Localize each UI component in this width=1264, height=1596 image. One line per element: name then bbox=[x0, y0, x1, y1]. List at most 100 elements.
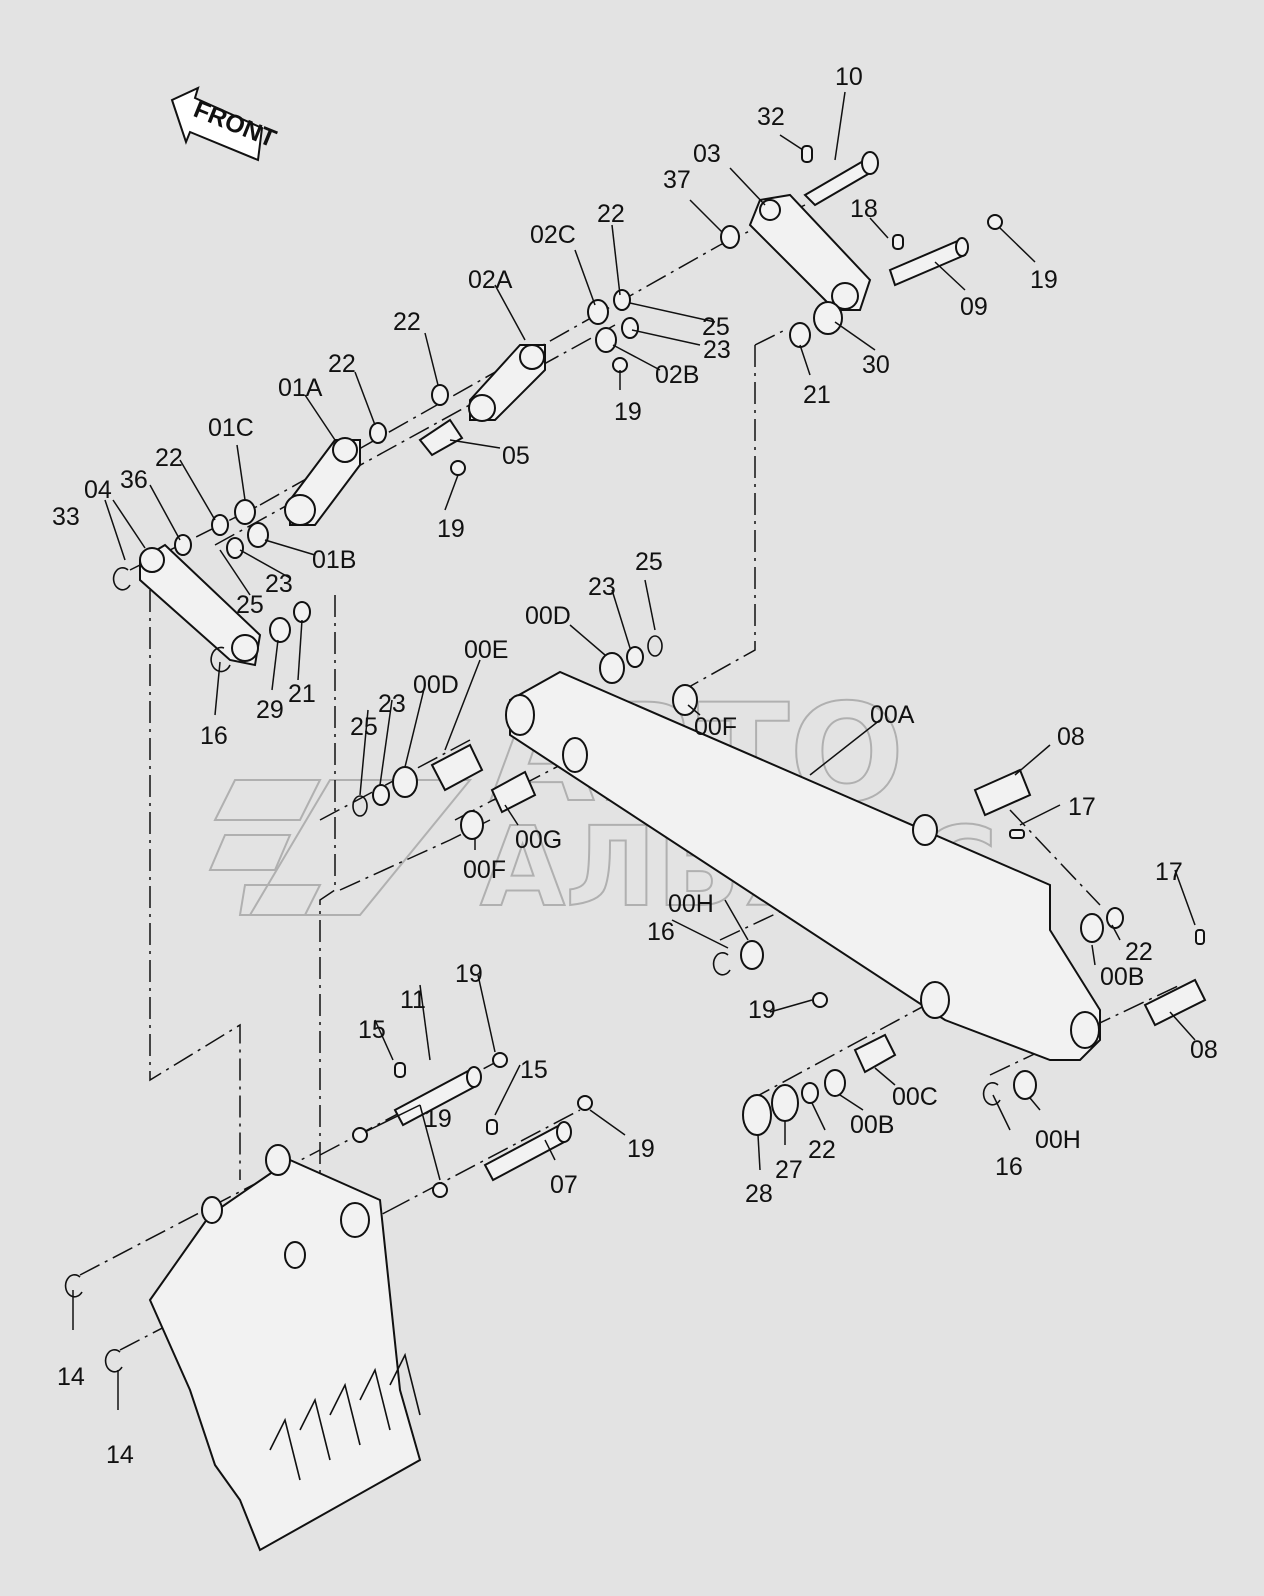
pin-08a bbox=[973, 768, 1032, 817]
bushing-00D-b bbox=[392, 766, 418, 798]
bushing-00B-a bbox=[1080, 913, 1104, 943]
part-label-l4: 37 bbox=[663, 166, 691, 194]
shim-36 bbox=[174, 534, 192, 556]
bushing-00D-a bbox=[599, 652, 625, 684]
part-label-l49: 22 bbox=[1125, 938, 1153, 966]
axis-pins-mid bbox=[214, 324, 616, 546]
part-label-l67: 14 bbox=[57, 1363, 85, 1391]
washer-30 bbox=[813, 301, 843, 335]
part-label-l10: 02A bbox=[468, 266, 513, 294]
axis-21 bbox=[754, 329, 786, 346]
pin-17b bbox=[1195, 929, 1205, 945]
bushing-00H-b bbox=[1013, 1070, 1037, 1100]
part-label-l45: 00F bbox=[463, 856, 506, 884]
bushing-00H-a bbox=[740, 940, 764, 970]
part-label-l6: 02C bbox=[530, 221, 576, 249]
seal-22c bbox=[431, 384, 449, 406]
part-label-l51: 19 bbox=[748, 996, 776, 1024]
grease-fitting-19g bbox=[432, 1182, 448, 1198]
part-label-l12: 23 bbox=[703, 336, 731, 364]
snap-ring-16c bbox=[982, 1082, 1001, 1106]
collar-05 bbox=[418, 418, 464, 457]
snap-ring-16a bbox=[210, 646, 231, 673]
part-label-l54: 11 bbox=[400, 986, 426, 1014]
grease-fitting-19b bbox=[612, 357, 628, 373]
part-label-l62: 22 bbox=[808, 1136, 836, 1164]
part-label-l9: 09 bbox=[960, 293, 988, 321]
part-label-l14: 30 bbox=[862, 351, 890, 379]
part-label-l31: 29 bbox=[256, 696, 284, 724]
seal-23c bbox=[626, 646, 644, 668]
bushing-00E bbox=[430, 743, 484, 792]
snap-ring-16b bbox=[712, 952, 731, 976]
part-label-l58: 19 bbox=[627, 1135, 655, 1163]
part-label-l43: 17 bbox=[1068, 793, 1096, 821]
pin-17a bbox=[1009, 829, 1025, 839]
guide-21-00F bbox=[679, 345, 756, 693]
part-label-l29: 25 bbox=[236, 591, 264, 619]
part-label-l19: 01A bbox=[278, 374, 323, 402]
link-01A bbox=[284, 437, 361, 526]
snap-ring-14b bbox=[104, 1349, 123, 1373]
link-04 bbox=[139, 543, 262, 667]
bucket bbox=[148, 1144, 422, 1552]
oring-25a bbox=[647, 635, 663, 657]
part-label-l65: 16 bbox=[995, 1153, 1023, 1181]
ring-21b bbox=[293, 601, 311, 623]
plate-28 bbox=[742, 1094, 772, 1136]
arm-00A bbox=[505, 670, 1101, 1061]
guide-04-bucket bbox=[149, 590, 241, 1180]
part-label-l48: 17 bbox=[1155, 858, 1183, 886]
part-label-l66: 00H bbox=[1035, 1126, 1081, 1154]
bushing-02C bbox=[587, 299, 609, 325]
part-label-l36: 00E bbox=[464, 636, 508, 664]
seal-22e bbox=[211, 514, 229, 536]
part-label-l35: 00D bbox=[413, 671, 459, 699]
bushing-02B bbox=[595, 327, 617, 353]
snap-ring-33 bbox=[112, 567, 131, 591]
pin-15b bbox=[486, 1119, 498, 1135]
bushing-00C bbox=[853, 1033, 897, 1074]
part-label-l1: 10 bbox=[835, 63, 863, 91]
seal-23a bbox=[621, 317, 639, 339]
part-label-l28: 23 bbox=[265, 570, 293, 598]
part-label-l63: 27 bbox=[775, 1156, 803, 1184]
part-label-l52: 08 bbox=[1190, 1036, 1218, 1064]
shim-37 bbox=[720, 225, 740, 249]
part-label-l24: 04 bbox=[84, 476, 112, 504]
ring-21a bbox=[789, 322, 811, 348]
seal-22b bbox=[613, 289, 631, 311]
part-label-l26: 19 bbox=[437, 515, 465, 543]
part-label-l17: 22 bbox=[393, 308, 421, 336]
grease-fitting-19d bbox=[812, 992, 828, 1008]
part-label-l44: 00G bbox=[515, 826, 562, 854]
part-label-l46: 00H bbox=[668, 890, 714, 918]
grease-fitting-19f bbox=[352, 1127, 368, 1143]
part-label-l40: 00F bbox=[694, 713, 737, 741]
seal-22f bbox=[1106, 907, 1124, 929]
bushing-00F-b bbox=[460, 810, 484, 840]
part-label-l2: 32 bbox=[757, 103, 785, 131]
grease-fitting-19c bbox=[450, 460, 466, 476]
pin-07 bbox=[483, 1121, 572, 1182]
shim-29 bbox=[269, 617, 291, 643]
part-label-l27: 01B bbox=[312, 546, 356, 574]
part-label-l32: 16 bbox=[200, 722, 228, 750]
part-label-l22: 22 bbox=[155, 444, 183, 472]
part-label-l20: 05 bbox=[502, 442, 530, 470]
part-label-l56: 15 bbox=[520, 1056, 548, 1084]
pin-15a bbox=[394, 1062, 406, 1078]
pin-11 bbox=[393, 1066, 482, 1127]
leader-lines bbox=[72, 91, 1196, 1410]
grease-fitting-19h bbox=[577, 1095, 593, 1111]
link-03 bbox=[748, 193, 872, 311]
part-label-l53: 19 bbox=[455, 960, 483, 988]
front-direction-sign: FRONT bbox=[170, 86, 280, 162]
link-02A bbox=[468, 344, 546, 422]
pin-32 bbox=[801, 145, 813, 163]
part-label-l11: 25 bbox=[702, 313, 730, 341]
seal-22g bbox=[801, 1082, 819, 1104]
seal-22d bbox=[369, 422, 387, 444]
